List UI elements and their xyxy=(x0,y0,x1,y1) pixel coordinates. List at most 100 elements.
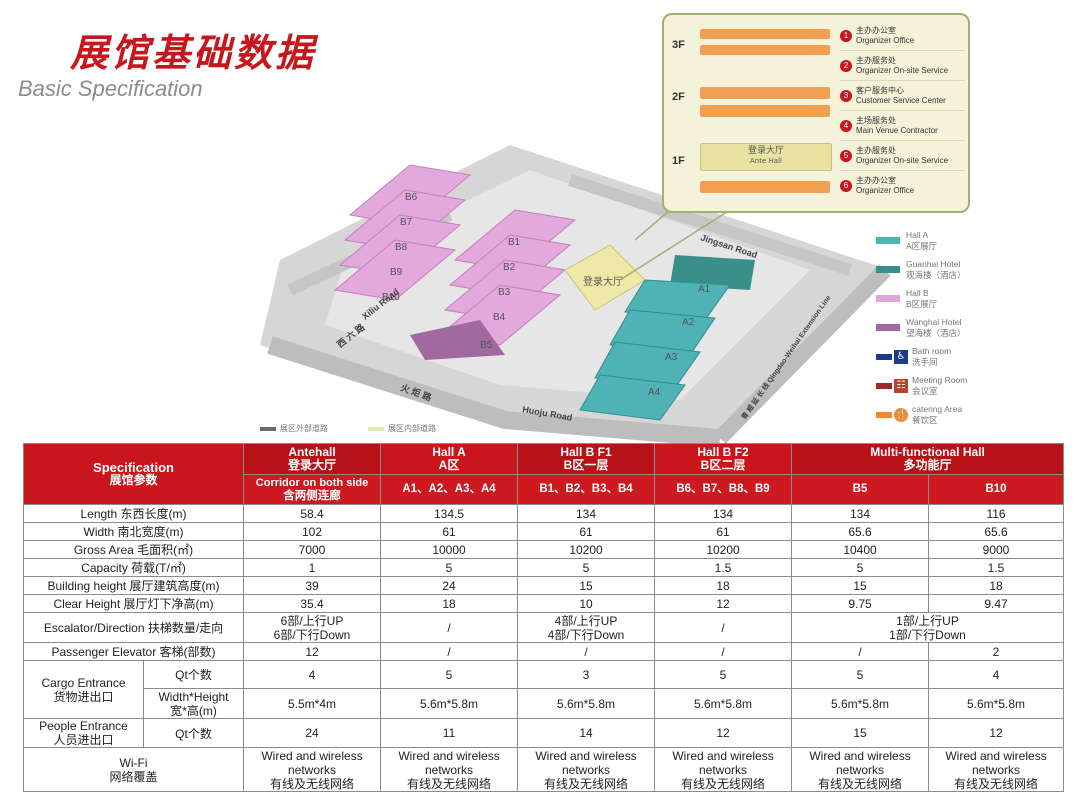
row-sublabel: Qt个数 xyxy=(142,660,245,689)
subheader-b10: B10 xyxy=(928,474,1065,505)
table-cell: 5 xyxy=(654,660,793,689)
table-cell: 5.5m*4m xyxy=(243,688,382,719)
service-number-badge: 4 xyxy=(840,119,852,132)
table-cell: 24 xyxy=(243,718,382,748)
table-cell: 10200 xyxy=(654,540,793,559)
cell-line: 有线及无线网络 xyxy=(544,776,629,791)
map-hall-label-b4: B4 xyxy=(493,312,506,323)
meeting-room-icon: ☷ xyxy=(894,378,908,393)
callout-line xyxy=(619,209,731,281)
table-cell: 9.75 xyxy=(791,594,930,613)
table-cell: 5.6m*5.8m xyxy=(517,688,656,719)
floor-1f-bar xyxy=(700,181,830,193)
table-cell: 10000 xyxy=(380,540,519,559)
table-cell: 4 xyxy=(928,660,1065,689)
floor-label-1f: 1F xyxy=(672,155,685,167)
floor-3f-bar xyxy=(700,29,830,39)
table-cell: 5.6m*5.8m xyxy=(928,688,1065,719)
legend-label-cn: 望海楼（酒店） xyxy=(906,327,966,338)
table-cell: 18 xyxy=(654,576,793,595)
spec-header-en: Specification xyxy=(93,460,174,475)
service-number-badge: 1 xyxy=(840,29,852,42)
table-cell: 134.5 xyxy=(380,504,519,523)
cell-line: 有线及无线网络 xyxy=(954,776,1039,791)
table-cell: 58.4 xyxy=(243,504,382,523)
service-number-badge: 2 xyxy=(840,59,852,72)
table-cell: 1.5 xyxy=(654,558,793,577)
external-road-swatch-icon xyxy=(260,426,276,431)
group-name-cn: 多功能厅 xyxy=(903,458,952,472)
wanghai-hotel xyxy=(410,320,505,360)
table-cell: 10 xyxy=(517,594,656,613)
floor-2f-bar xyxy=(700,87,830,99)
ante-hall-label: 登录大厅 xyxy=(747,146,784,156)
teal-bar-icon xyxy=(876,237,900,244)
cell-line: 有线及无线网络 xyxy=(818,776,903,791)
subheader-hall-b-f2: B6、B7、B8、B9 xyxy=(654,474,793,505)
subheader-b5: B5 xyxy=(791,474,930,505)
group-name-en: Hall B F2 xyxy=(697,445,749,459)
cell-line: 有线及无线网络 xyxy=(407,776,492,791)
legend-label-en: catering Area xyxy=(912,403,963,414)
table-row-capacity: Capacity 荷载(T/㎡) 1 5 5 1.5 5 1.5 xyxy=(22,558,1065,577)
road-extension xyxy=(714,264,891,444)
legend-label-cn: A区展厅 xyxy=(906,240,938,251)
table-cell: 12 xyxy=(243,642,382,661)
group-name-en: Antehall xyxy=(288,445,336,459)
map-hall-label-b7: B7 xyxy=(400,217,413,228)
table-cell: 18 xyxy=(928,576,1065,595)
table-cell: 5 xyxy=(517,558,656,577)
subheader-hall-a: A1、A2、A3、A4 xyxy=(380,474,519,505)
table-cell: 5 xyxy=(791,660,930,689)
map-hall-label-antehall: 登录大厅 xyxy=(583,275,623,288)
catering-icon: 🍴 xyxy=(894,407,908,422)
row-label: Width 南北宽度(m) xyxy=(22,522,245,541)
floor-label-2f: 2F xyxy=(672,91,685,103)
cell-line: networks xyxy=(972,762,1021,777)
legend-label-en: Hall A xyxy=(906,229,929,240)
table-cell: 1.5 xyxy=(928,558,1065,577)
service-name-en: Main Venue Contractor xyxy=(856,125,938,135)
table-row-gross-area: Gross Area 毛面积(㎡) 7000 10000 10200 10200… xyxy=(22,540,1065,559)
cell-line: Wired and wireless xyxy=(261,748,363,763)
cell-line: networks xyxy=(562,762,611,777)
table-cell: 2 xyxy=(928,642,1065,661)
b-halls xyxy=(333,164,577,346)
row-label: Escalator/Direction 扶梯数量/走向 xyxy=(22,612,245,643)
spec-header-cn: 展馆参数 xyxy=(109,473,158,487)
legend-label-en: Bath room xyxy=(912,345,952,356)
road-legend-external: 展区外部道路 xyxy=(260,423,328,434)
table-cell: 15 xyxy=(791,718,930,748)
cell-line: 4部/上行UP xyxy=(554,613,618,628)
service-name-en: Organizer On-site Service xyxy=(856,155,949,165)
row-sublabel-en: Width*Height xyxy=(158,689,229,704)
legend-label-en: Wanghai Hotel xyxy=(906,316,962,327)
table-cell: 12 xyxy=(654,718,793,748)
internal-road-swatch-icon xyxy=(368,426,384,431)
service-name-en: Organizer Office xyxy=(856,35,915,45)
service-number-badge: 6 xyxy=(840,179,852,192)
group-name-en: Hall A xyxy=(432,445,466,459)
row-sublabel-cn: 宽*高(m) xyxy=(170,703,217,718)
table-cell: 116 xyxy=(928,504,1065,523)
service-name-en: Organizer On-site Service xyxy=(856,65,949,75)
row-label-en: Wi-Fi xyxy=(119,755,148,770)
road-legend-label: 展区内部道路 xyxy=(388,424,436,433)
cell-line: Wired and wireless xyxy=(398,748,500,763)
